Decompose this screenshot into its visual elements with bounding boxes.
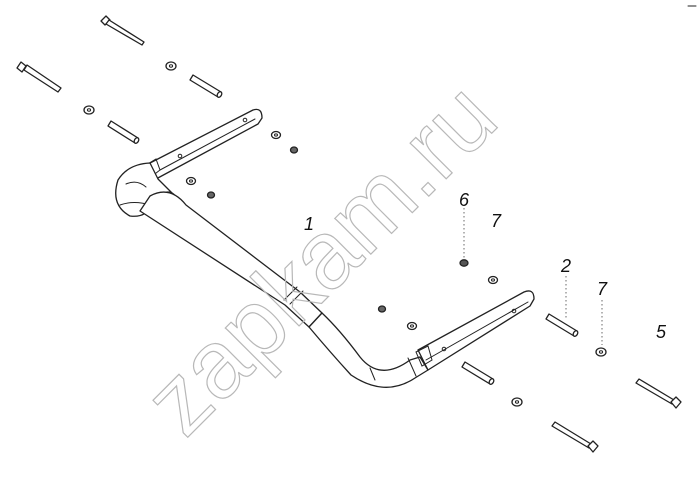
callout-part-2: 2: [560, 256, 571, 276]
callout-part-7-upper: 7: [491, 211, 502, 231]
leader-lines: [463, 208, 603, 345]
pin-lower: [461, 361, 495, 385]
callout-part-6: 6: [459, 190, 470, 210]
nut-upper-b: [289, 146, 299, 154]
callout-part-7-lower: 7: [597, 279, 608, 299]
washer-upper-c: [185, 176, 197, 186]
pin-upper-b: [107, 120, 140, 144]
nut-upper-a: [270, 130, 282, 140]
washer-upper-b: [83, 105, 95, 115]
pin-upper-a: [189, 74, 223, 98]
washer-mid-b: [406, 321, 418, 331]
nut-part-6: [459, 259, 469, 267]
bolt-part-5: [635, 378, 682, 409]
washer-part-7-lower: [595, 347, 607, 357]
watermark-text: zapkam.ru: [124, 62, 517, 455]
washer-lower: [511, 397, 523, 407]
washer-upper-a: [165, 61, 177, 71]
stabilizer-bar: [115, 108, 535, 388]
bolt-upper-left-b: [16, 61, 62, 93]
pin-part-2: [545, 313, 579, 337]
nut-upper-c: [206, 191, 216, 199]
nut-mid-b: [377, 305, 387, 313]
bolt-lower: [551, 421, 599, 453]
washer-mid-a: [487, 275, 499, 285]
callout-part-5: 5: [656, 322, 667, 342]
bolt-upper-left-a: [100, 15, 145, 46]
callout-part-1: 1: [304, 214, 314, 234]
